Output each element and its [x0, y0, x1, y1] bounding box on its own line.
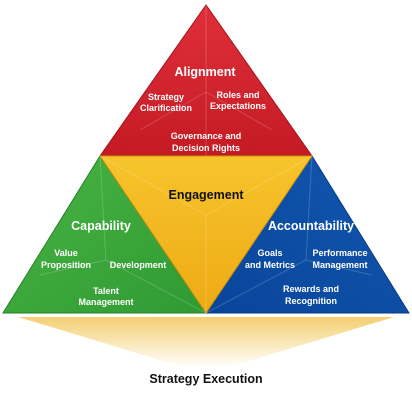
rewards-recognition-label-2: Recognition	[285, 296, 337, 306]
governance-label-1: Governance and	[171, 131, 242, 141]
strategy-clarification-label-2: Clarification	[140, 103, 192, 113]
alignment-title: Alignment	[174, 65, 236, 79]
performance-management-label-2: Management	[312, 260, 367, 270]
goals-metrics-label-2: and Metrics	[245, 260, 295, 270]
governance-label-2: Decision Rights	[172, 143, 240, 153]
execution-shadow	[18, 317, 394, 368]
rewards-recognition-label-1: Rewards and	[283, 284, 339, 294]
talent-management-label-2: Management	[78, 297, 133, 307]
engagement-title: Engagement	[168, 188, 244, 202]
roles-expectations-label-1: Roles and	[216, 90, 259, 100]
performance-management-label-1: Performance	[312, 248, 367, 258]
capability-title: Capability	[71, 219, 131, 233]
value-proposition-label-2: Proposition	[41, 260, 91, 270]
development-label: Development	[110, 260, 167, 270]
engagement-segment	[99, 155, 313, 314]
strategy-execution-title: Strategy Execution	[149, 372, 263, 386]
facet-lines	[39, 5, 373, 314]
roles-expectations-label-2: Expectations	[210, 101, 266, 111]
strategy-clarification-label-1: Strategy	[148, 92, 184, 102]
accountability-title: Accountability	[268, 219, 354, 233]
value-proposition-label-1: Value	[54, 248, 78, 258]
talent-management-label-1: Talent	[93, 286, 119, 296]
goals-metrics-label-1: Goals	[257, 248, 282, 258]
